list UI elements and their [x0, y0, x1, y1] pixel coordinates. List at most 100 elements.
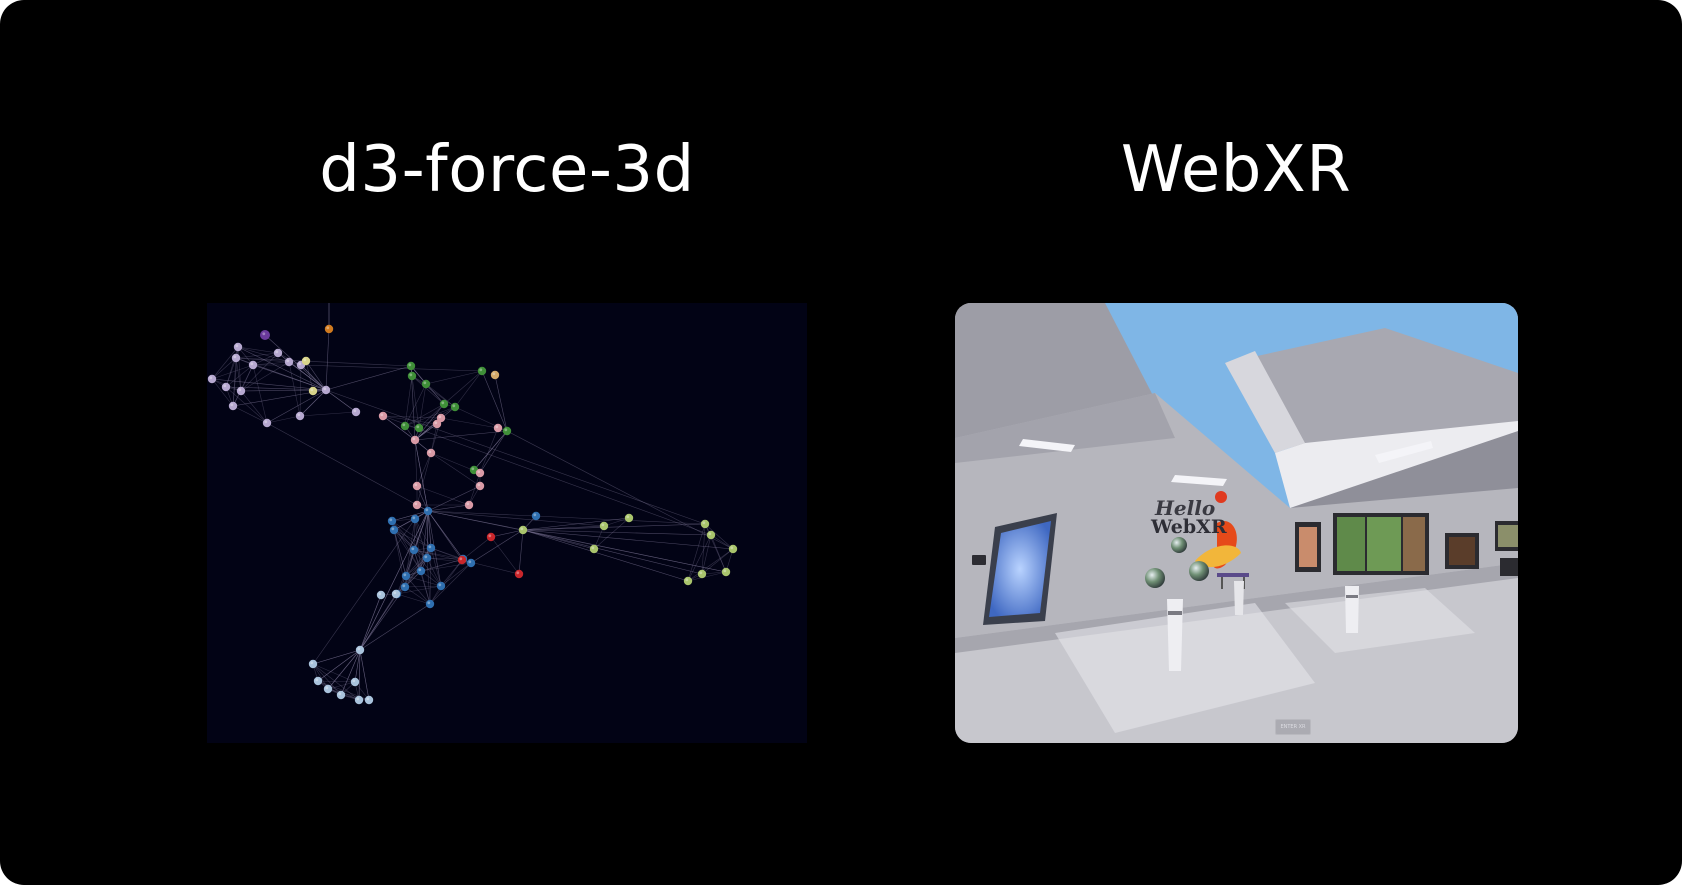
- graph-node-blue: [416, 566, 426, 576]
- graph-link: [522, 529, 689, 582]
- graph-link: [393, 529, 407, 577]
- graph-link: [443, 370, 483, 405]
- graph-node-highlight: [504, 428, 508, 432]
- graph-node-highlight: [591, 546, 595, 550]
- graph-node-blue: [425, 599, 435, 609]
- graph-link: [522, 529, 727, 573]
- graph-node-highlight: [378, 592, 382, 596]
- ceiling-light: [1375, 441, 1433, 463]
- graph-link: [413, 518, 416, 551]
- graph-link: [299, 411, 357, 417]
- graph-node-highlight: [235, 344, 239, 348]
- graph-link: [687, 534, 712, 582]
- graph-link: [404, 383, 427, 427]
- graph-link: [288, 361, 327, 391]
- graph-node-green: [406, 361, 416, 371]
- graph-link: [416, 485, 470, 506]
- graph-node-highlight: [730, 546, 734, 550]
- graph-node-highlight: [723, 569, 727, 573]
- graph-node-blue: [422, 553, 432, 563]
- graph-link: [358, 649, 361, 701]
- graph-node-highlight: [685, 578, 689, 582]
- graph-node-highlight: [488, 534, 492, 538]
- enter-xr-button[interactable]: ENTER XR: [1275, 719, 1311, 735]
- graph-link: [312, 518, 416, 665]
- d3-force-3d-title: d3-force-3d: [319, 133, 695, 207]
- force-graph-canvas: [207, 303, 738, 705]
- graph-link: [427, 510, 605, 527]
- graph-node-green: [439, 399, 449, 409]
- webxr-title: WebXR: [1120, 133, 1352, 207]
- graph-node-lavender: [273, 348, 283, 358]
- graph-node-highlight: [479, 368, 483, 372]
- graph-node-blue: [400, 582, 410, 592]
- graph-link: [461, 536, 492, 561]
- graph-link: [359, 594, 382, 651]
- graph-node-highlight: [699, 571, 703, 575]
- graph-node-highlight: [466, 502, 470, 506]
- graph-link: [418, 383, 427, 429]
- graph-node-lime: [599, 521, 609, 531]
- graph-node-highlight: [310, 661, 314, 665]
- graph-link: [429, 558, 464, 605]
- graph-node-blue: [531, 511, 541, 521]
- graph-link: [393, 510, 429, 531]
- graph-link: [704, 523, 734, 550]
- graph-link: [427, 485, 481, 512]
- graph-link: [427, 510, 706, 525]
- graph-link: [490, 536, 520, 575]
- graph-link: [225, 364, 254, 388]
- graph-node-highlight: [414, 483, 418, 487]
- graph-node-green: [450, 402, 460, 412]
- graph-link: [710, 534, 727, 573]
- graph-node-highlight: [459, 557, 463, 561]
- graph-link: [518, 529, 524, 575]
- graph-node-highlight: [520, 527, 524, 531]
- graph-node-highlight: [495, 425, 499, 429]
- graph-link: [603, 517, 630, 527]
- graph-link: [312, 663, 342, 696]
- graph-link: [470, 529, 524, 564]
- graph-link: [413, 549, 431, 605]
- hello-webxr-logo: Hello WebXR: [1150, 491, 1241, 569]
- graph-link: [340, 694, 370, 701]
- graph-link: [430, 547, 442, 587]
- graph-node-pink: [493, 423, 503, 433]
- graph-link: [413, 549, 464, 560]
- graph-link: [325, 365, 412, 391]
- graph-link: [382, 415, 712, 536]
- graph-node-pink: [475, 468, 485, 478]
- graph-link: [426, 510, 429, 559]
- graph-node-highlight: [286, 359, 290, 363]
- graph-link: [427, 510, 524, 531]
- graph-node-lime: [518, 525, 528, 535]
- graph-node-highlight: [533, 513, 537, 517]
- graph-node-lime: [624, 513, 634, 523]
- graph-link: [420, 558, 464, 572]
- graph-link: [325, 389, 357, 413]
- graph-link: [382, 415, 438, 425]
- graph-link: [522, 523, 706, 531]
- graph-node-lime: [721, 567, 731, 577]
- graph-link: [240, 364, 254, 392]
- graph-link: [701, 548, 734, 575]
- graph-node-light-blue: [354, 695, 364, 705]
- graph-link: [359, 510, 429, 651]
- graph-link: [426, 557, 464, 560]
- graph-node-highlight: [275, 350, 279, 354]
- graph-link: [235, 352, 279, 359]
- graph-link: [211, 346, 239, 380]
- graph-node-lime: [683, 576, 693, 586]
- graph-link: [414, 439, 418, 487]
- graph-link: [211, 378, 327, 391]
- graph-node-highlight: [338, 692, 342, 696]
- graph-node-highlight: [352, 679, 356, 683]
- graph-link: [411, 375, 445, 405]
- graph-link: [490, 529, 524, 538]
- graph-link: [237, 346, 290, 363]
- graph-link: [359, 510, 429, 651]
- graph-node-pink: [412, 500, 422, 510]
- graph-node-highlight: [414, 502, 418, 506]
- graph-link: [266, 389, 327, 424]
